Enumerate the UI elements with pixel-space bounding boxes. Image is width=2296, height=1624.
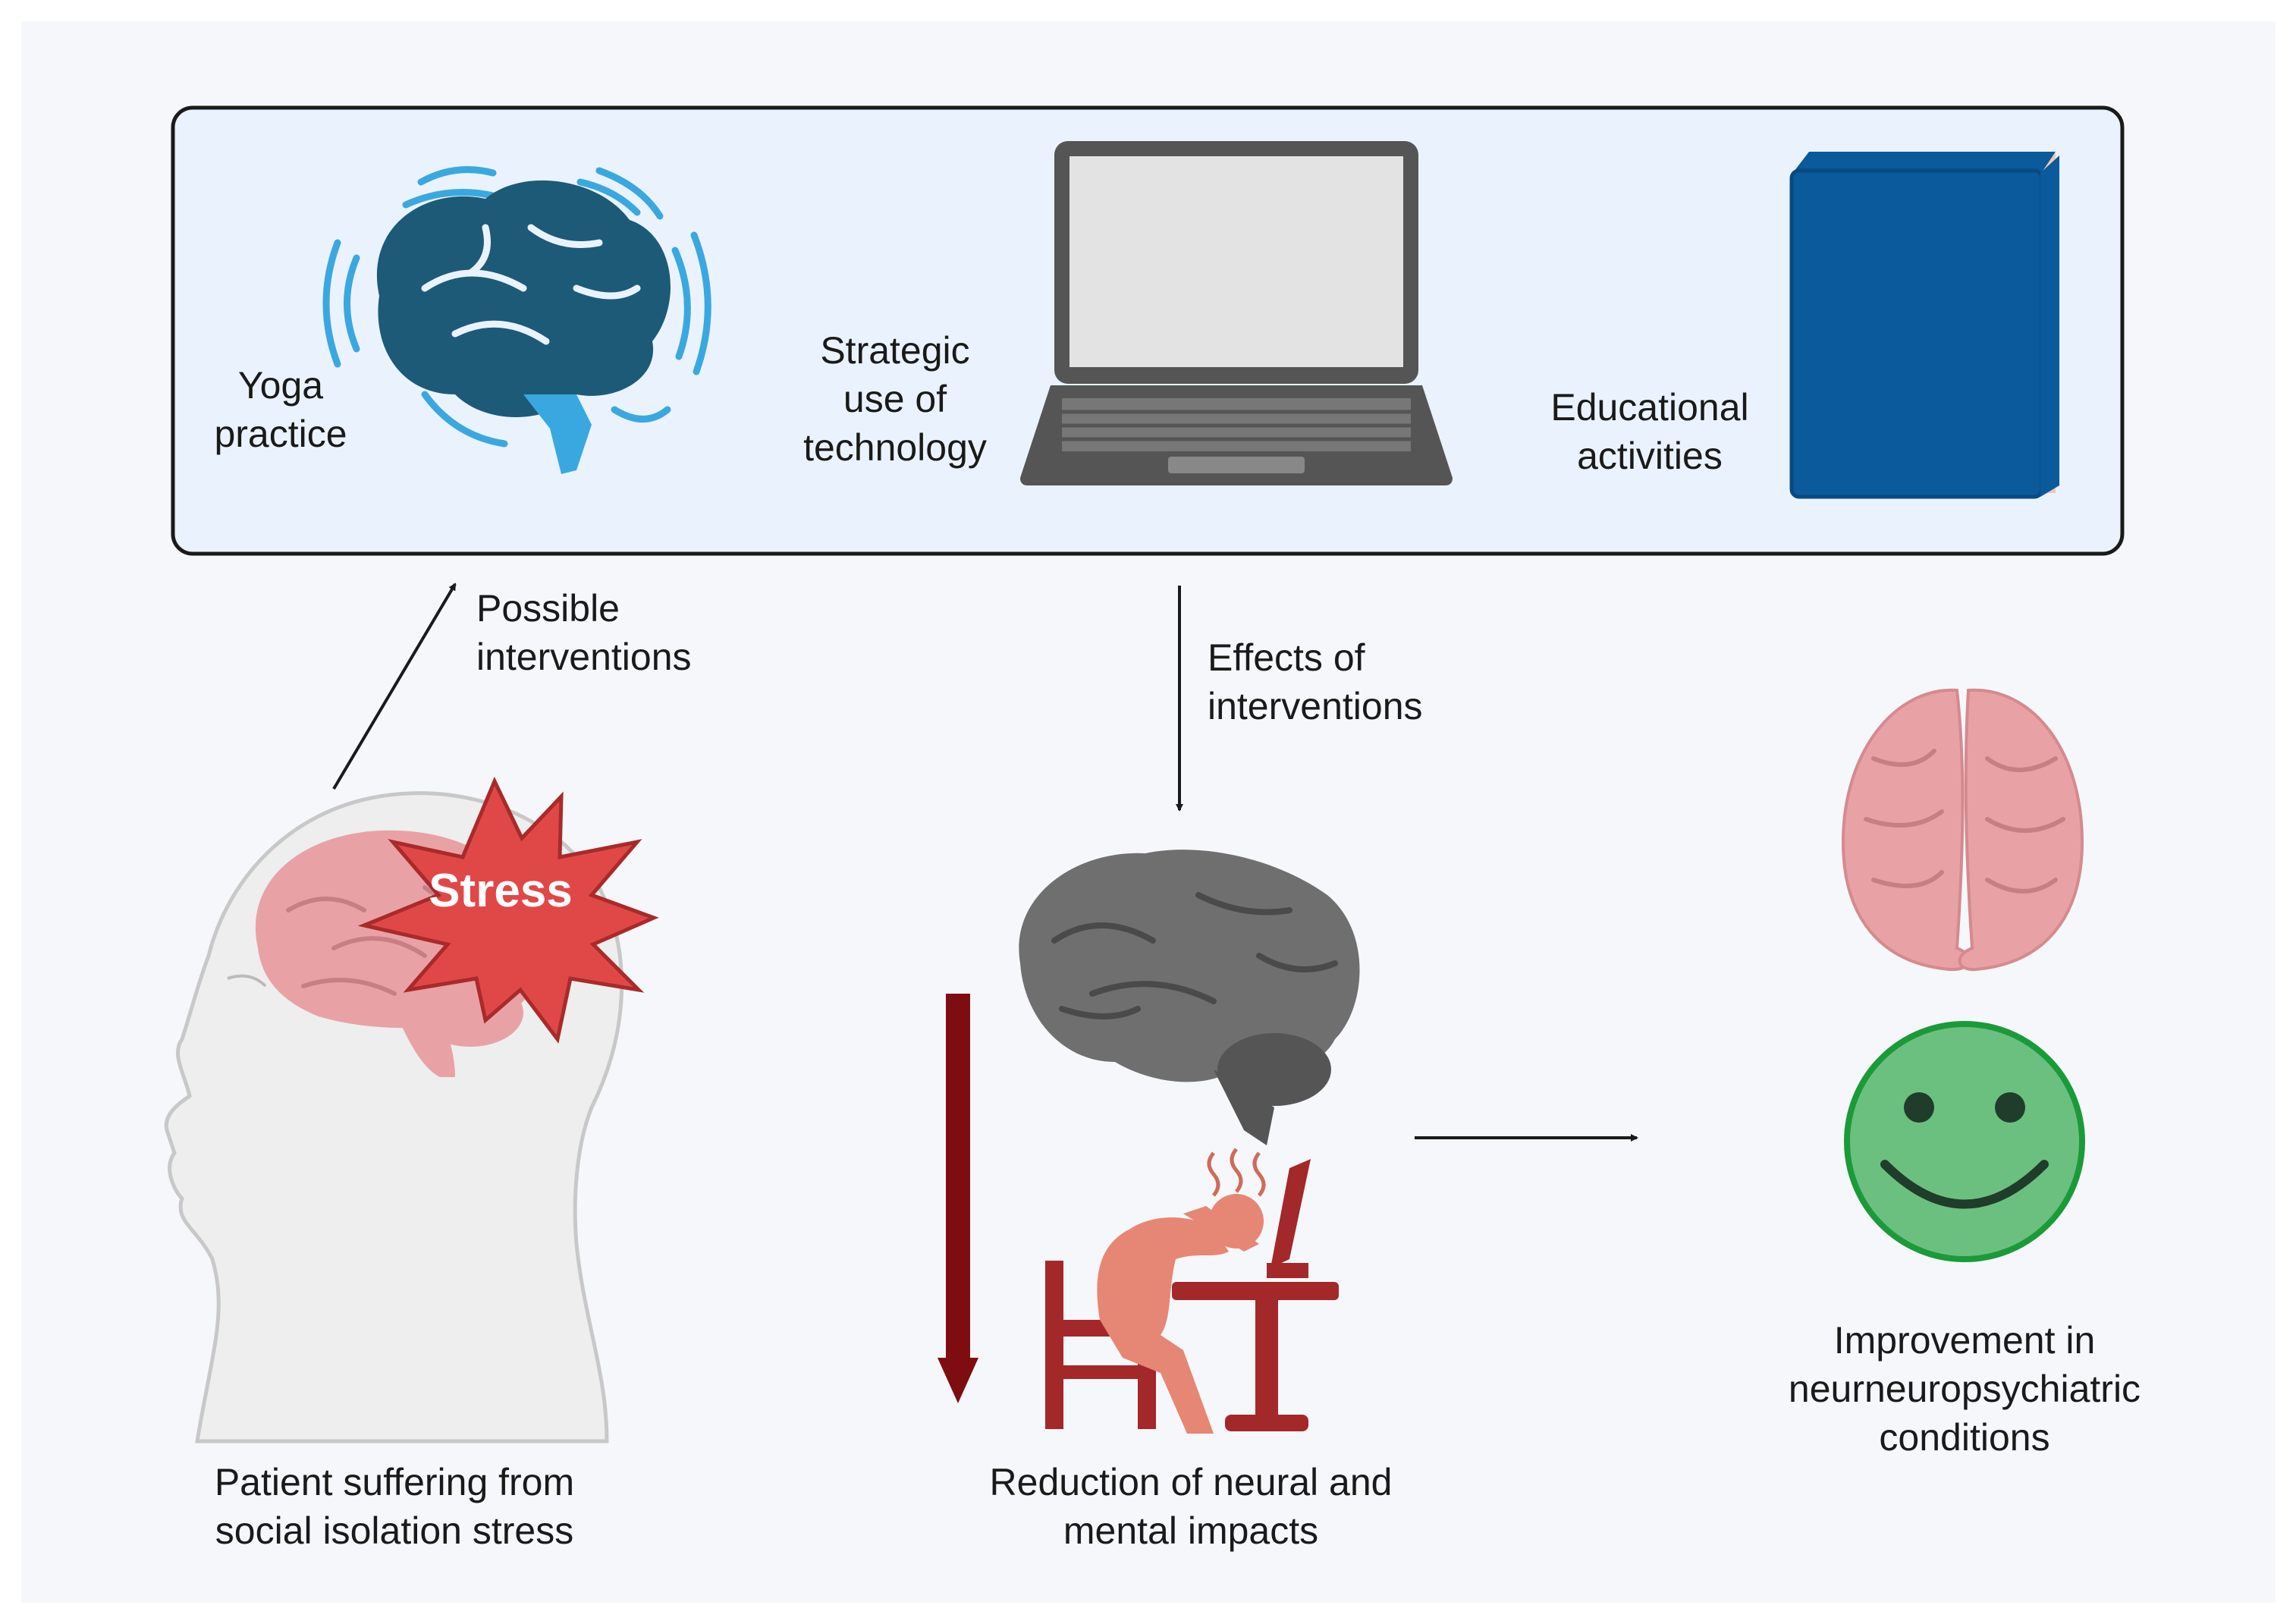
technology-label: Strategic use of technology [803,329,987,469]
reduction-caption: Reduction of neural and mental impacts [989,1461,1393,1552]
stress-label: Stress [429,865,573,917]
effects-of-interventions-label: Effects of interventions [1208,636,1423,727]
reduction-arrow [938,994,978,1403]
stress-heat-icon [1207,1148,1266,1197]
gray-brain-icon [1019,850,1360,1145]
book-icon [1789,152,2059,499]
patient-caption: Patient suffering from social isolation … [214,1461,575,1552]
yoga-practice-label: Yoga practice [214,364,347,455]
yoga-brain-icon [322,166,711,474]
pink-brain-icon [1841,688,2084,972]
laptop-icon [1020,141,1453,485]
possible-interventions-arrow [332,583,457,790]
possible-interventions-label: Possible interventions [476,587,692,678]
educational-activities-label: Educational activities [1550,386,1749,477]
improvement-caption: Improvement in neurneuropsychiatric cond… [1788,1319,2141,1459]
stress-burst-icon [357,776,659,1044]
smiley-face-icon [1844,1021,2085,1262]
stressed-person-icon [1045,1159,1339,1434]
